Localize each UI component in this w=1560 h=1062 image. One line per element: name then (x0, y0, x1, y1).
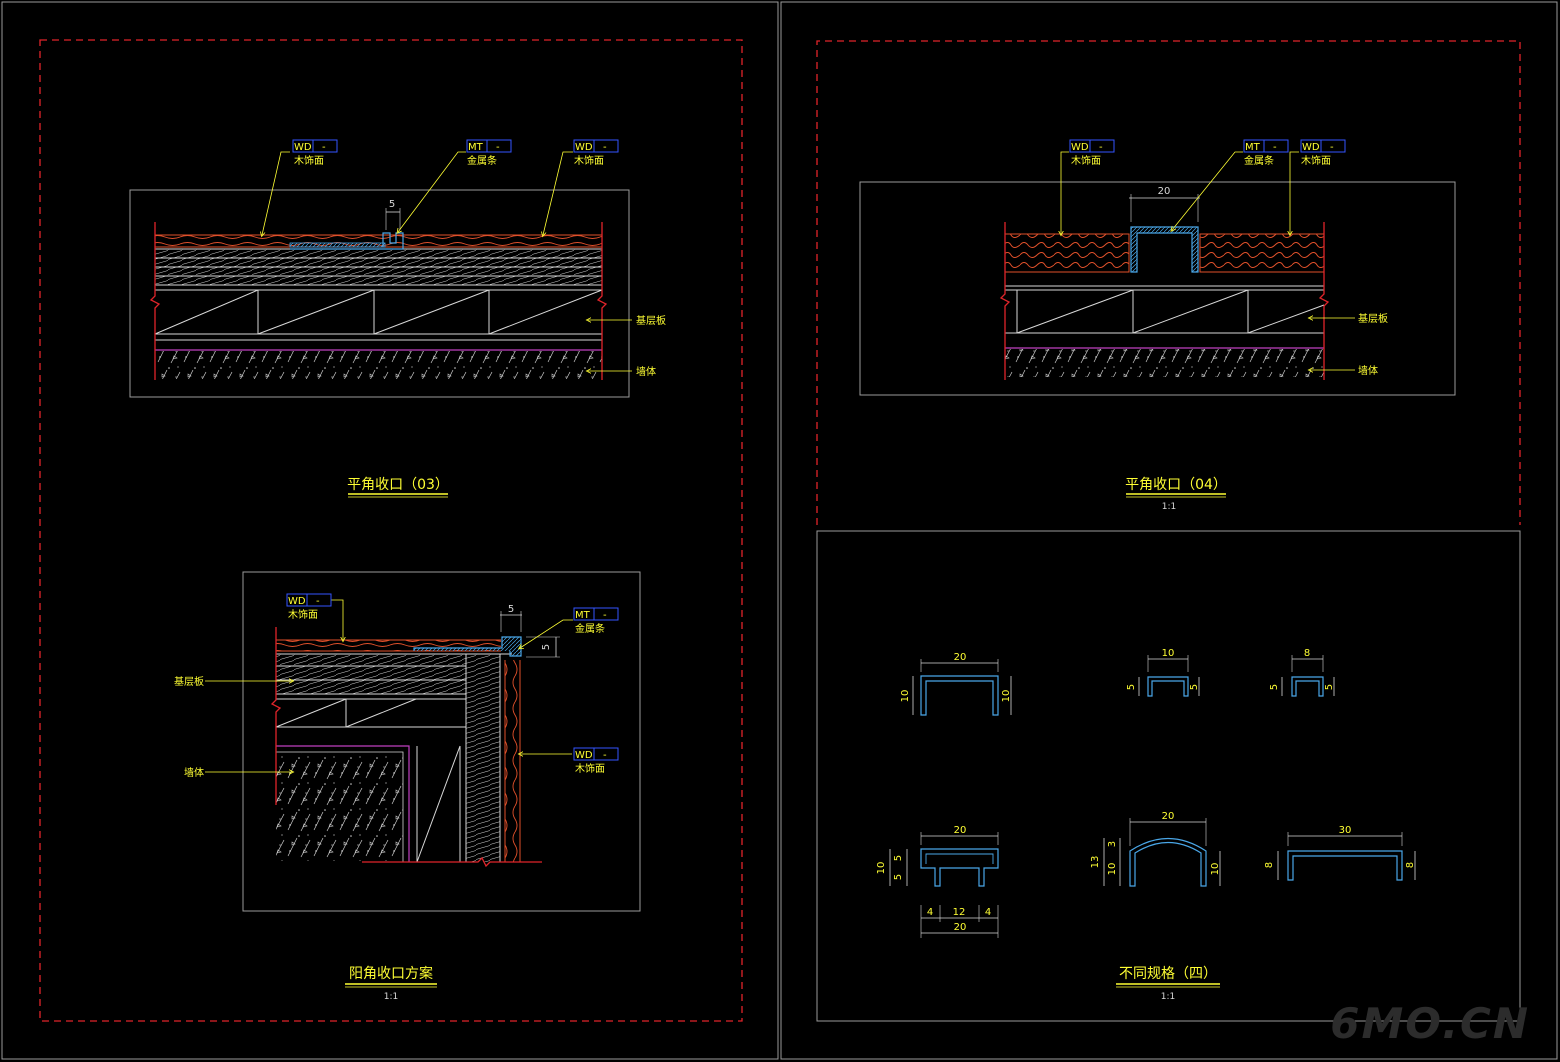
dim-p1-w: 20 (954, 652, 967, 663)
dim-p4-b-left: 4 (927, 907, 933, 918)
tag-dash: - (322, 142, 326, 153)
dashed-border-left (39, 39, 743, 1022)
profile-6: 30 8 8 (1264, 825, 1416, 881)
sheet-frame-left (1, 1, 779, 1060)
tag-dash: - (1330, 142, 1334, 153)
dim-p4-b-mid: 12 (953, 907, 966, 918)
profile-1: 20 10 10 (900, 652, 1012, 716)
dim-p2-w: 10 (1162, 648, 1175, 659)
label-wall: 墙体 (1358, 364, 1378, 377)
profile-specs: 20 10 10 10 5 5 8 5 5 (876, 648, 1416, 1002)
profile-3: 8 5 5 (1269, 648, 1335, 697)
tag-dash: - (316, 596, 320, 607)
watermark: 6MO.CN (1330, 999, 1530, 1048)
tag-wd: WD (288, 596, 306, 607)
label-wall: 墙体 (636, 365, 656, 378)
sheet-frame-right (780, 1, 1558, 1060)
dim-p5-w: 20 (1162, 811, 1175, 822)
dim-p4-h-bottom: 5 (893, 874, 904, 880)
tag-dash: - (603, 142, 607, 153)
scale-corner: 1:1 (384, 992, 398, 1002)
title-flat-03: 平角收口（03） (347, 477, 449, 493)
dim-p4-w: 20 (954, 825, 967, 836)
label-wall: 墙体 (184, 766, 204, 779)
dim-p1-hr: 10 (1001, 690, 1012, 703)
tag-mt: MT (468, 142, 484, 153)
dim-flat03-gap: 5 (389, 199, 395, 210)
profile-2: 10 5 5 (1126, 648, 1200, 697)
title-corner: 阳角收口方案 (349, 965, 433, 982)
tag-wd: WD (575, 142, 593, 153)
scale-specs: 1:1 (1161, 992, 1175, 1002)
dim-p5-h-right: 10 (1210, 863, 1221, 876)
tag-wd: WD (294, 142, 312, 153)
label-wood-face: 木饰面 (574, 154, 604, 167)
tag-dash: - (603, 750, 607, 761)
dim-p5-h-side: 10 (1107, 863, 1118, 876)
label-wood-face: 木饰面 (294, 154, 324, 167)
tag-dash: - (496, 142, 500, 153)
dim-p5-h-cap: 3 (1107, 841, 1118, 847)
label-metal-strip: 金属条 (575, 622, 605, 635)
dim-p2-hl: 5 (1126, 684, 1137, 690)
label-base-board: 基层板 (636, 314, 666, 327)
label-wood-face: 木饰面 (1071, 154, 1101, 167)
dim-p5-h-total: 13 (1090, 856, 1101, 869)
tag-dash: - (1099, 142, 1103, 153)
dim-p4-b-total: 20 (954, 922, 967, 933)
label-wood-face: 木饰面 (575, 762, 605, 775)
dim-p4-b-right: 4 (985, 907, 991, 918)
tag-wd: WD (575, 750, 593, 761)
profile-4: 20 10 5 5 4 12 4 20 (876, 825, 999, 938)
label-base-board: 基层板 (174, 675, 204, 688)
tag-mt: MT (1245, 142, 1261, 153)
tag-wd: WD (1302, 142, 1320, 153)
label-wood-face: 木饰面 (1301, 154, 1331, 167)
title-flat-04: 平角收口（04） (1125, 477, 1227, 493)
dim-p6-hr: 8 (1405, 862, 1416, 868)
profile-5: 20 13 3 10 10 (1090, 811, 1221, 887)
dim-p4-h-total: 10 (876, 862, 887, 875)
label-wood-face: 木饰面 (288, 608, 318, 621)
dim-p1-hl: 10 (900, 690, 911, 703)
drawing-flat-03: 5 WD - 木饰面 MT - 金属条 WD - 木饰面 基层板 墙体 平角收口… (129, 139, 666, 498)
drawing-corner: 5 5 WD - 木饰面 MT - 金属条 WD - 木饰面 基层板 墙体 阳角… (174, 571, 641, 1002)
dim-corner-side: 5 (541, 644, 552, 650)
dim-p6-hl: 8 (1264, 862, 1275, 868)
dim-p4-h-top: 5 (893, 855, 904, 861)
dim-corner-top: 5 (508, 604, 514, 615)
tag-dash: - (1273, 142, 1277, 153)
dim-p3-hr: 5 (1324, 684, 1335, 690)
label-metal-strip: 金属条 (467, 154, 497, 167)
dim-p3-w: 8 (1304, 648, 1310, 659)
specs-frame (816, 530, 1521, 1022)
dim-p3-hl: 5 (1269, 684, 1280, 690)
dim-p2-hr: 5 (1189, 684, 1200, 690)
label-base-board: 基层板 (1358, 312, 1388, 325)
drawing-flat-04: 20 WD - 木饰面 MT - 金属条 WD - 木饰面 基层板 墙体 平角收… (859, 139, 1456, 512)
tag-dash: - (603, 610, 607, 621)
dashed-border-right (816, 40, 1521, 525)
tag-wd: WD (1071, 142, 1089, 153)
label-metal-strip: 金属条 (1244, 154, 1274, 167)
title-specs: 不同规格（四） (1119, 966, 1217, 982)
scale-flat-04: 1:1 (1162, 502, 1176, 512)
tag-mt: MT (575, 610, 591, 621)
dim-p6-w: 30 (1339, 825, 1352, 836)
dim-flat04-width: 20 (1158, 186, 1171, 197)
